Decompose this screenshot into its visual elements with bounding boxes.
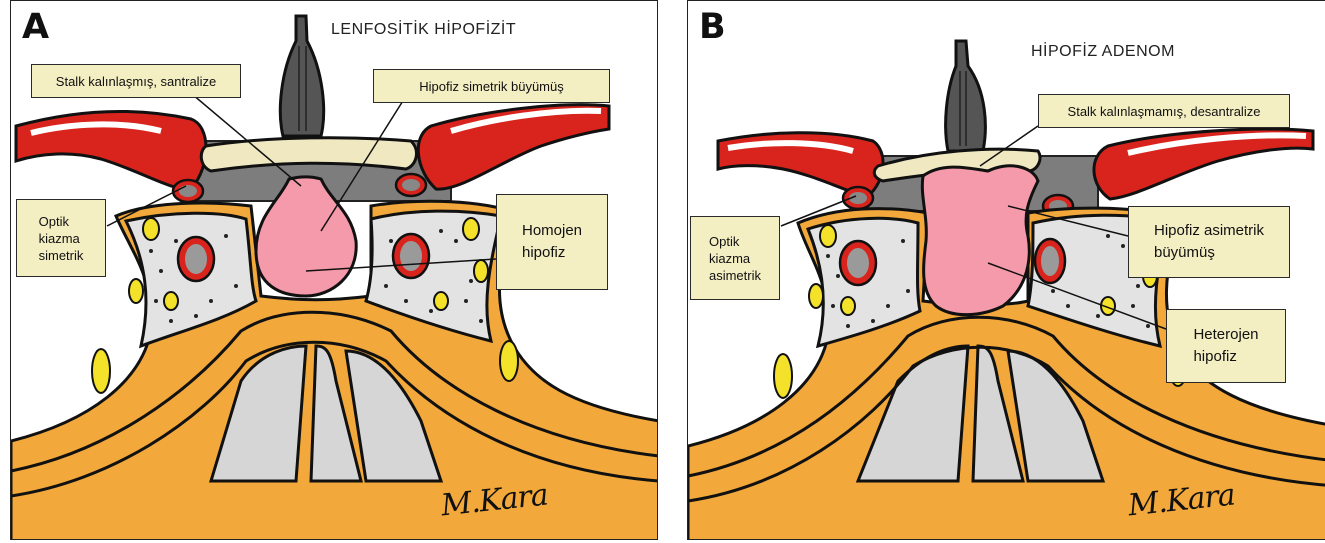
panel-a: A LENFOSİTİK HİPOFİZİT Stalk kalınlaşmış… <box>10 0 658 540</box>
label-texture-text: Homojen hipofiz <box>522 220 582 264</box>
panel-b: B HİPOFİZ ADENOM Stalk kalınlaşmamış, de… <box>687 0 1325 540</box>
label-optic-chiasm-text: Optik kiazma simetrik <box>39 213 84 264</box>
label-texture: Homojen hipofiz <box>496 194 608 290</box>
label-pituitary-growth: Hipofiz simetrik büyümüş <box>373 69 610 103</box>
panel-letter: B <box>699 7 726 47</box>
panel-title: HİPOFİZ ADENOM <box>1031 43 1175 61</box>
label-stalk: Stalk kalınlaşmamış, desantralize <box>1038 94 1290 128</box>
label-optic-chiasm: Optik kiazma asimetrik <box>690 216 780 300</box>
label-pituitary-growth: Hipofiz asimetrik büyümüş <box>1128 206 1290 278</box>
label-stalk-text: Stalk kalınlaşmamış, desantralize <box>1068 103 1261 120</box>
pituitary-gland <box>922 166 1038 315</box>
panel-title: LENFOSİTİK HİPOFİZİT <box>331 21 516 39</box>
label-texture-text: Heterojen hipofiz <box>1193 324 1258 368</box>
label-optic-chiasm-text: Optik kiazma asimetrik <box>709 233 761 284</box>
panel-letter: A <box>22 7 49 47</box>
label-pituitary-growth-text: Hipofiz simetrik büyümüş <box>419 78 564 95</box>
pituitary-stalk <box>280 16 323 136</box>
label-stalk: Stalk kalınlaşmış, santralize <box>31 64 241 98</box>
label-optic-chiasm: Optik kiazma simetrik <box>16 199 106 277</box>
label-stalk-text: Stalk kalınlaşmış, santralize <box>56 73 216 90</box>
label-pituitary-growth-text: Hipofiz asimetrik büyümüş <box>1154 220 1264 264</box>
label-texture: Heterojen hipofiz <box>1166 309 1286 383</box>
